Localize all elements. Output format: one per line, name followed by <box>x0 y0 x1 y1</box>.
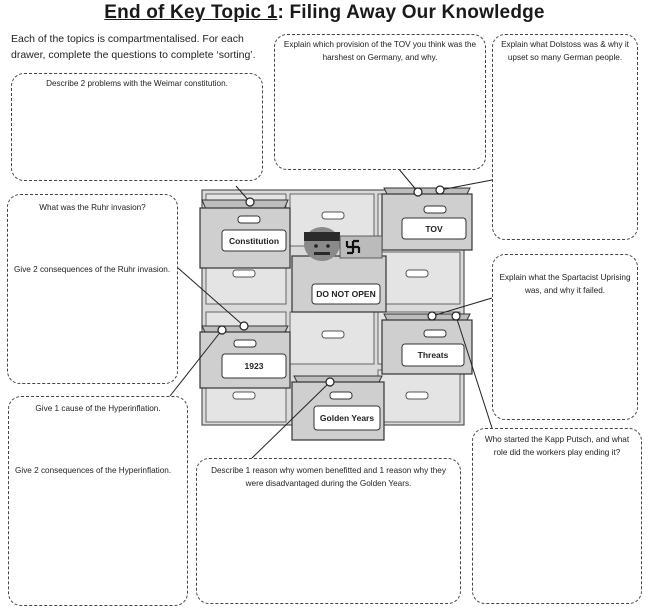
drawer-handle <box>405 391 429 400</box>
question-hyper-consequences: Give 2 consequences of the Hyperinflatio… <box>15 466 172 475</box>
question-dolstoss: Explain what Dolstoss was & why it upset… <box>501 40 629 62</box>
question-tov-harsh: Explain which provision of the TOV you t… <box>283 40 477 62</box>
drawer-handle <box>405 269 429 278</box>
answer-box-women[interactable]: Describe 1 reason why women benefitted a… <box>196 458 461 604</box>
drawer-golden-years <box>291 375 385 441</box>
drawer-handle <box>321 211 345 220</box>
answer-box-dolstoss[interactable]: Explain what Dolstoss was & why it upset… <box>492 34 638 240</box>
label-do-not-open: DO NOT OPEN <box>316 289 376 299</box>
connector-dots <box>217 185 461 387</box>
question-kapp: Who started the Kapp Putsch, and what ro… <box>484 435 630 457</box>
drawer-1923 <box>199 325 291 389</box>
drawer-handle <box>232 269 256 278</box>
answer-box-spartacist[interactable]: Explain what the Spartacist Uprising was… <box>492 254 638 420</box>
answer-box-hyperinflation[interactable]: Give 1 cause of the Hyperinflation. Give… <box>8 396 188 606</box>
question-ruhr-consequences: Give 2 consequences of the Ruhr invasion… <box>14 265 171 274</box>
question-ruhr-what: What was the Ruhr invasion? <box>39 203 146 212</box>
drawer-threats <box>381 313 473 375</box>
label-1923: 1923 <box>245 361 264 371</box>
connector-lines <box>169 167 493 461</box>
answer-box-ruhr[interactable]: What was the Ruhr invasion? Give 2 conse… <box>7 194 178 384</box>
answer-box-weimar[interactable]: Describe 2 problems with the Weimar cons… <box>11 73 263 181</box>
label-constitution: Constitution <box>229 236 279 246</box>
question-weimar: Describe 2 problems with the Weimar cons… <box>46 79 228 88</box>
answer-box-tov-harsh[interactable]: Explain which provision of the TOV you t… <box>274 34 486 170</box>
question-spartacist: Explain what the Spartacist Uprising was… <box>499 273 631 295</box>
label-tov: TOV <box>425 224 443 234</box>
closed-drawer <box>377 251 461 305</box>
title-main: End of Key Topic 1 <box>104 2 278 23</box>
drawer-constitution <box>199 199 291 269</box>
label-golden-years: Golden Years <box>320 413 374 423</box>
page-title: End of Key Topic 1: Filing Away Our Know… <box>0 2 649 24</box>
drawer-do-not-open <box>291 227 387 313</box>
drawer-handle <box>321 330 345 339</box>
drawer-handle <box>232 391 256 400</box>
question-hyper-cause: Give 1 cause of the Hyperinflation. <box>35 404 161 413</box>
answer-box-kapp[interactable]: Who started the Kapp Putsch, and what ro… <box>472 428 642 604</box>
drawer-tov <box>381 187 473 251</box>
intro-text: Each of the topics is compartmentalised.… <box>11 33 256 61</box>
label-threats: Threats <box>418 350 449 360</box>
question-women: Describe 1 reason why women benefitted a… <box>211 466 446 488</box>
title-sub: : Filing Away Our Knowledge <box>277 2 545 23</box>
